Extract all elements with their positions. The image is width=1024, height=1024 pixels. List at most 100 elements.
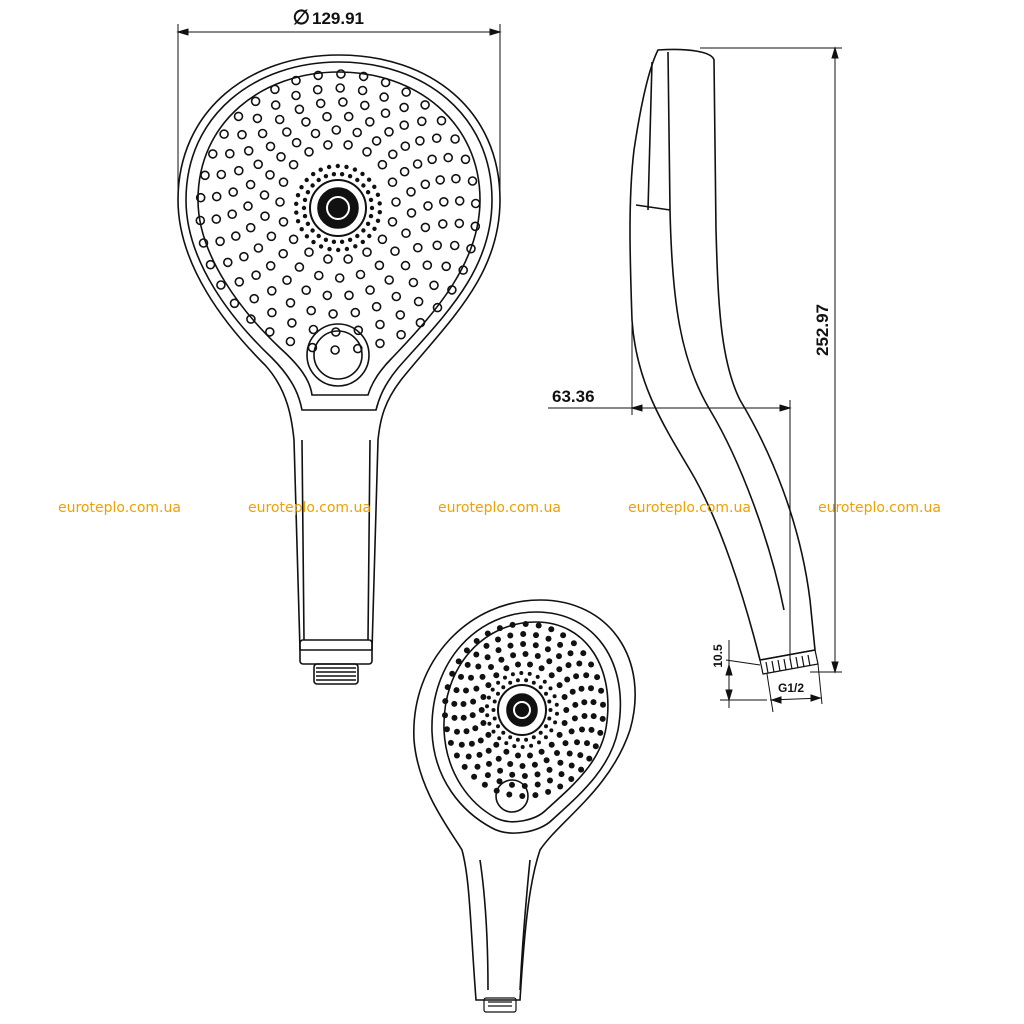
spray-nozzle [359, 100, 370, 111]
spray-nozzle [561, 720, 568, 726]
connector-length-dimension [720, 640, 767, 708]
spray-nozzle [253, 159, 264, 170]
spray-nozzle [554, 750, 560, 756]
spray-nozzle [492, 716, 497, 721]
spray-nozzle [545, 635, 552, 642]
spray-nozzle [556, 653, 562, 660]
spray-nozzle [531, 735, 536, 740]
spray-nozzle [225, 148, 235, 159]
spray-nozzle [415, 317, 426, 328]
spray-nozzle [278, 248, 289, 259]
spray-nozzle [195, 192, 206, 203]
spray-nozzle [451, 700, 458, 707]
spray-nozzle [375, 338, 385, 349]
spray-nozzle [485, 747, 492, 754]
spray-nozzle [310, 128, 321, 139]
spray-nozzle [477, 737, 484, 744]
spray-nozzle [205, 259, 216, 270]
spray-nozzle [372, 226, 377, 231]
spray-nozzle [557, 783, 564, 790]
front-view [177, 54, 501, 685]
spray-nozzle [447, 739, 454, 746]
spray-nozzle [487, 721, 492, 726]
perspective-handle-line [479, 859, 531, 991]
spray-nozzle [545, 788, 552, 795]
spray-nozzle [458, 673, 464, 680]
spray-nozzle [380, 77, 391, 88]
spray-nozzle [503, 675, 507, 680]
spray-nozzle [343, 254, 353, 264]
spray-nozzle [504, 741, 509, 746]
spray-nozzle [442, 698, 449, 705]
spray-nozzle [552, 694, 557, 699]
spray-nozzle [451, 714, 458, 721]
spray-nozzle [307, 342, 318, 353]
spray-nozzle [455, 658, 462, 665]
spray-nozzle [287, 318, 297, 328]
spray-nozzle [466, 243, 476, 254]
spray-nozzle [503, 665, 510, 672]
spray-nozzle [343, 140, 353, 150]
watermark: euroteplo.com.ua [628, 500, 751, 516]
spray-nozzle [549, 728, 554, 733]
spray-nozzle [278, 177, 289, 187]
handle-end-cap [299, 639, 373, 665]
spray-nozzle [521, 773, 528, 779]
watermark: euroteplo.com.ua [438, 500, 561, 516]
spray-nozzle [200, 170, 210, 181]
spray-nozzle [278, 217, 289, 227]
spray-nozzle [374, 260, 385, 271]
spray-nozzle [291, 90, 301, 101]
spray-nozzle [554, 702, 559, 707]
spray-nozzle [288, 234, 299, 245]
spray-nozzle [372, 184, 377, 189]
spray-nozzle [299, 185, 304, 190]
spray-nozzle [579, 726, 585, 733]
spray-nozzle [399, 102, 409, 113]
spray-nozzle [306, 305, 317, 316]
spray-nozzle [544, 691, 548, 696]
spray-nozzle [496, 778, 503, 785]
spray-nozzle [408, 277, 419, 288]
spray-nozzle [538, 685, 543, 690]
spray-nozzle [420, 100, 430, 110]
spray-nozzle [506, 791, 513, 798]
spray-nozzle [458, 265, 469, 275]
spray-nozzle [304, 177, 309, 183]
perspective-center-jet-core [513, 701, 531, 719]
spray-nozzle [435, 175, 446, 185]
spray-nozzle [375, 218, 381, 223]
spray-nozzle [573, 673, 580, 680]
spray-nozzle [432, 240, 443, 251]
spray-nozzle [323, 254, 333, 264]
spray-nozzle [583, 672, 590, 679]
spray-nozzle [590, 699, 597, 706]
spray-nozzle [497, 767, 504, 774]
spray-nozzle [468, 740, 475, 747]
center-jet-ring [309, 179, 367, 237]
spray-nozzle [331, 125, 342, 135]
spray-nozzle [406, 187, 416, 197]
spray-nozzle [527, 661, 533, 668]
spray-nozzle [234, 165, 244, 176]
spray-nozzle [574, 739, 580, 746]
spray-nozzle [469, 712, 476, 719]
spray-nozzle [538, 730, 543, 735]
spray-nozzle [420, 179, 431, 190]
spray-nozzle [228, 187, 238, 197]
spray-nozzle [444, 684, 451, 691]
spray-nozzle [285, 336, 296, 347]
spray-nozzle [493, 672, 500, 679]
spray-nozzle [315, 98, 326, 109]
spray-nozzle [387, 149, 398, 160]
spray-nozzle [519, 793, 526, 799]
spray-nozzle [491, 708, 496, 712]
spray-nozzle [322, 111, 332, 122]
spray-nozzle [412, 159, 423, 169]
spray-nozzle [454, 196, 465, 206]
spray-nozzle [486, 760, 492, 767]
connector-length-label: 10.5 [711, 644, 725, 668]
spray-nozzle [362, 247, 372, 257]
spray-nozzle [568, 776, 575, 782]
spray-nozzle [312, 84, 323, 95]
